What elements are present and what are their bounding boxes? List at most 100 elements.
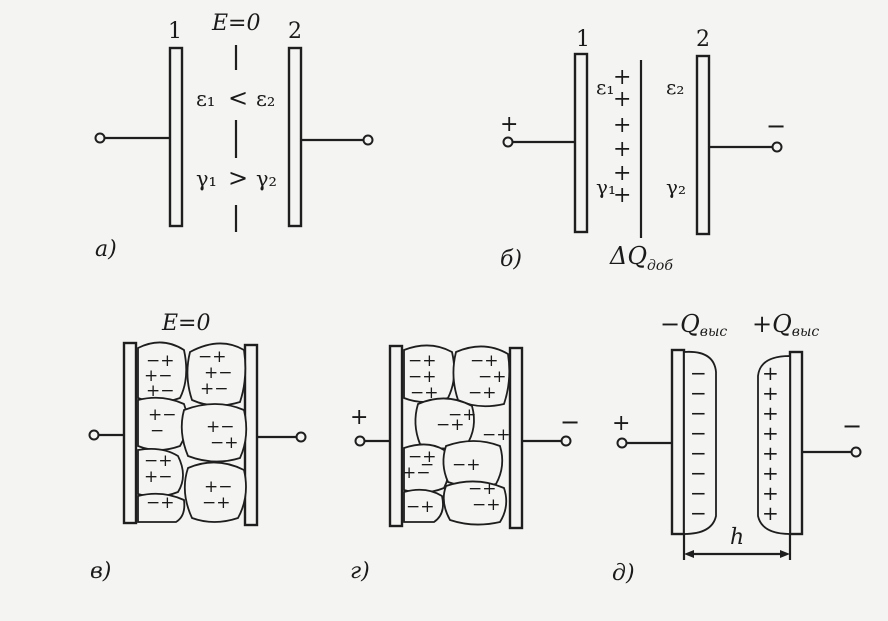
polarized-domains (403, 344, 511, 526)
plate-2-number: 2 (288, 19, 302, 44)
svg-text:−+: −+ (468, 479, 497, 499)
gamma-1: γ₁ (196, 167, 217, 191)
plus-charge: + (613, 161, 631, 186)
plate-left (122, 341, 138, 525)
svg-text:−+: −+ (452, 455, 481, 475)
bound-charges: −++−+− −++−+− +−− +−−+ −++− −+ +−−+ (144, 347, 239, 513)
plus-charge: + (613, 87, 631, 112)
svg-text:−+: −+ (408, 447, 437, 467)
dipole-domain (452, 345, 511, 408)
less-than-sign: < (228, 84, 248, 112)
svg-text:+−: +− (402, 463, 431, 483)
terminal-left (502, 136, 514, 148)
plate-1-number: 1 (168, 19, 182, 44)
svg-text:−+: −+ (198, 347, 227, 367)
panel-a-label: а) (95, 237, 117, 262)
bound-charges: −+−+−+ −+−+−+ −+−+−+ −++−− −+ −+ −+−+ (402, 351, 511, 517)
plate-2 (695, 54, 711, 236)
plus-charge: + (613, 183, 631, 208)
panel-g-label: г) (350, 559, 370, 584)
terminal-left (616, 437, 628, 449)
dipole-domain (442, 480, 508, 526)
panel-d-label: д) (612, 561, 635, 586)
svg-text:−: − (690, 421, 707, 445)
delta-q-added: ΔQдоб (609, 242, 673, 274)
dipole-domain (403, 488, 444, 523)
field-label: E=0 (161, 311, 211, 336)
minus-terminal-sign: − (766, 112, 786, 140)
terminal-right (560, 435, 572, 447)
panel-v-label: в) (90, 559, 111, 584)
negative-surface-charges: −−− −−− −− (690, 361, 707, 525)
terminal-right (295, 431, 307, 443)
positive-charge-layer (757, 355, 791, 535)
svg-text:−+: −+ (146, 493, 175, 513)
plate-right (788, 350, 804, 536)
svg-text:−: − (420, 455, 434, 475)
plus-charge: + (613, 137, 631, 162)
svg-text:−: − (690, 501, 707, 525)
plate-right (508, 346, 524, 530)
dipole-domain (186, 342, 247, 407)
dipole-domain (442, 440, 504, 488)
minus-terminal-sign: − (560, 408, 580, 436)
svg-text:+−: +− (204, 363, 233, 383)
epsilon-2: ε₂ (666, 75, 684, 99)
svg-text:−+: −+ (408, 367, 437, 387)
svg-text:−+: −+ (468, 383, 497, 403)
panel-g: + − −+−+−+ −+−+−+ −+−+−+ −++−− −+ −+ −+−… (350, 344, 580, 584)
terminal-right (362, 134, 374, 146)
svg-text:+−: +− (200, 379, 229, 399)
svg-text:+: + (762, 461, 779, 485)
svg-text:−+: −+ (408, 351, 437, 371)
distance-h-label: h (730, 525, 744, 550)
svg-text:−+: −+ (436, 415, 465, 435)
panel-d: −Qвыс +Qвыс + − −−− −−− −− +++ +++ ++ h … (612, 310, 862, 586)
epsilon-2: ε₂ (256, 87, 275, 111)
terminal-right (850, 446, 862, 458)
greater-than-sign: > (228, 164, 248, 192)
plate-2 (287, 46, 303, 228)
negative-charge-layer (683, 350, 717, 535)
svg-text:−: − (150, 421, 164, 441)
svg-text:−+: −+ (210, 433, 239, 453)
polarized-domains (137, 341, 248, 523)
gamma-2: γ₂ (256, 167, 277, 191)
minus-terminal-sign: − (842, 412, 862, 440)
panel-a: 1 2 E=0 ε₁ < ε₂ γ₁ > γ₂ а) (94, 11, 374, 262)
svg-text:−: − (690, 481, 707, 505)
svg-text:−: − (690, 461, 707, 485)
plus-charge: + (613, 65, 631, 90)
dipole-domain (180, 403, 248, 463)
field-label: E=0 (211, 11, 261, 36)
svg-text:+−: +− (144, 467, 173, 487)
plate-left (670, 348, 686, 536)
terminal-left (94, 132, 106, 144)
svg-text:−+: −+ (482, 425, 511, 445)
svg-text:+: + (762, 381, 779, 405)
dimension-arrow-left (684, 550, 694, 558)
q-positive-label: +Qвыс (752, 310, 819, 340)
svg-text:+: + (762, 501, 779, 525)
terminal-left (88, 429, 100, 441)
q-negative-label: −Qвыс (660, 310, 727, 340)
svg-text:−+: −+ (144, 451, 173, 471)
panel-b: 1 2 + − ε₁ ε₂ γ₁ γ₂ + + + + + + ΔQдоб б) (500, 27, 786, 274)
svg-text:+: + (762, 441, 779, 465)
terminal-left (354, 435, 366, 447)
svg-text:+: + (762, 481, 779, 505)
plate-1 (168, 46, 184, 228)
svg-text:−+: −+ (146, 351, 175, 371)
plus-terminal-sign: + (500, 112, 518, 137)
svg-text:+−: +− (146, 381, 175, 401)
epsilon-1: ε₁ (196, 87, 215, 111)
plus-charge: + (613, 113, 631, 138)
panel-b-label: б) (500, 247, 522, 272)
svg-text:−: − (690, 441, 707, 465)
svg-text:+: + (762, 401, 779, 425)
svg-text:−: − (690, 381, 707, 405)
svg-text:−+: −+ (470, 351, 499, 371)
svg-text:+−: +− (204, 477, 233, 497)
